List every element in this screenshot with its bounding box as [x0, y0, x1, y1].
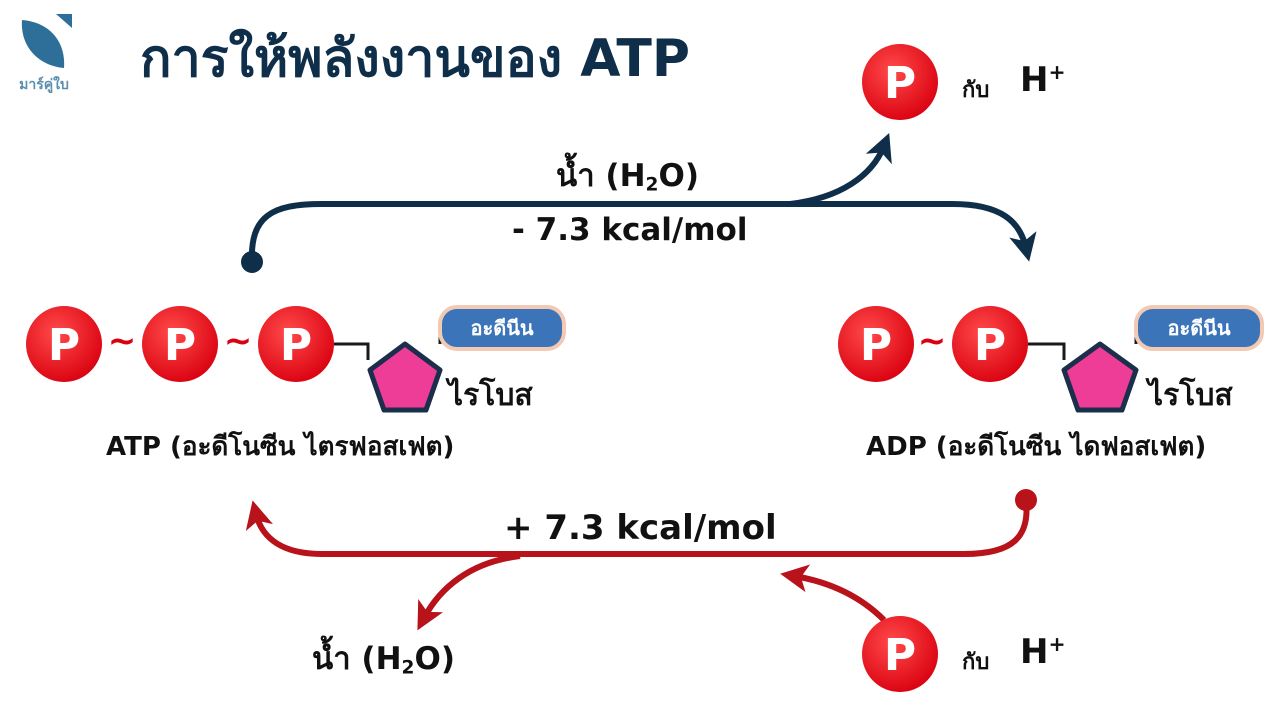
- synthesis-start-dot: [1015, 489, 1037, 511]
- hydrolysis-arrow: [248, 201, 1037, 263]
- logo-text: มาร์คู่ใบ: [19, 77, 69, 93]
- atp-phosphate-1: P: [26, 306, 102, 382]
- page-title: การให้พลังงานของ ATP: [140, 29, 691, 89]
- svg-text:P: P: [884, 58, 916, 109]
- hydrolysis-energy-label: - 7.3 kcal/mol: [512, 212, 748, 248]
- svg-text:P: P: [164, 320, 196, 371]
- synthesis-energy-label: + 7.3 kcal/mol: [504, 508, 777, 548]
- hydrolysis-start-dot: [241, 251, 263, 273]
- water-label-top: น้ำ (H2O): [556, 158, 700, 196]
- svg-text:P: P: [860, 320, 892, 371]
- svg-text:P: P: [280, 320, 312, 371]
- input-phosphate: P: [862, 616, 938, 692]
- adp-ribose-label: ไรโบส: [1148, 378, 1233, 413]
- svg-text:P: P: [48, 320, 80, 371]
- water-label-bottom: น้ำ (H2O): [312, 641, 456, 679]
- atp-ribose-pentagon: [367, 341, 443, 413]
- pairing-word-top: กับ: [962, 78, 990, 103]
- adp-adenine-badge: อะดีนีน: [1134, 305, 1264, 351]
- atp-bond-1: ~: [108, 321, 137, 361]
- phosphate-input-arrow: [780, 564, 887, 623]
- adp-ribose-pentagon: [1061, 341, 1139, 413]
- atp-bond-2: ~: [224, 321, 253, 361]
- synthesis-arrow: [245, 499, 1030, 557]
- atp-phosphate-3: P: [258, 306, 334, 382]
- water-release-arrow: [417, 553, 521, 631]
- atp-adenine-badge: อะดีนีน: [438, 305, 566, 351]
- svg-text:P: P: [884, 630, 916, 681]
- adp-name-label: ADP (อะดีโนซีน ไดฟอสเฟต): [866, 432, 1207, 462]
- atp-linker: [334, 342, 370, 360]
- adp-bond-1: ~: [918, 321, 947, 361]
- proton-label-bottom: H+: [1020, 632, 1066, 673]
- svg-text:P: P: [974, 320, 1006, 371]
- logo-leaf-icon: [21, 14, 72, 68]
- atp-molecule: ~ ~ P P P: [26, 306, 443, 413]
- adp-linker: [1028, 342, 1066, 360]
- adp-phosphate-1: P: [838, 306, 914, 382]
- atp-phosphate-2: P: [142, 306, 218, 382]
- atp-name-label: ATP (อะดีโนซีน ไตรฟอสเฟต): [106, 432, 455, 462]
- phosphate-release-arrow: [789, 133, 892, 207]
- adp-molecule: ~ P P: [838, 306, 1139, 413]
- adp-phosphate-2: P: [952, 306, 1028, 382]
- released-phosphate: P: [862, 44, 938, 120]
- proton-label-top: H+: [1020, 60, 1066, 101]
- atp-ribose-label: ไรโบส: [448, 378, 533, 413]
- pairing-word-bottom: กับ: [962, 650, 990, 675]
